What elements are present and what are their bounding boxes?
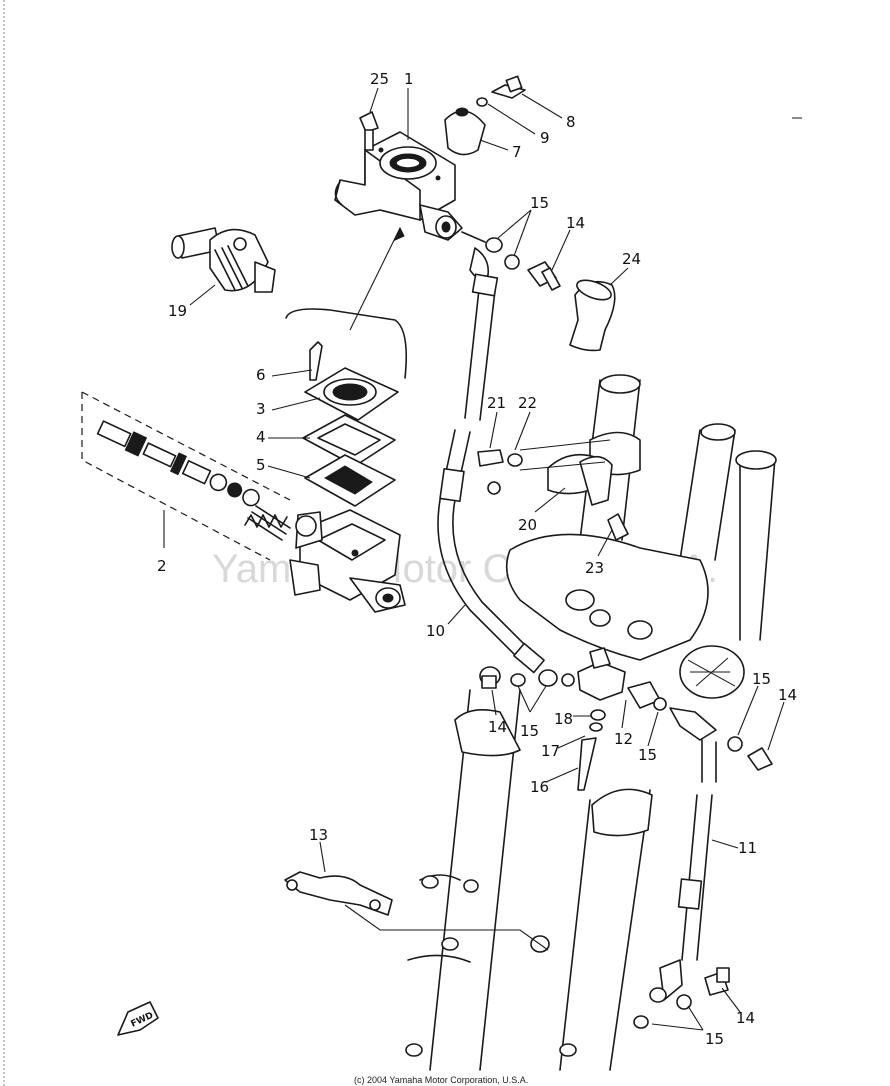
callout-23: 23 [585, 559, 604, 577]
callout-15-right: 15 [752, 670, 771, 688]
callout-1: 1 [404, 70, 414, 88]
callout-8: 8 [566, 113, 576, 131]
reservoir-cap [359, 111, 379, 151]
callout-6: 6 [256, 366, 266, 384]
cap-stack-exploded [302, 341, 399, 507]
callout-25: 25 [370, 70, 389, 88]
lever-bracket-parts [444, 75, 526, 156]
callout-15-top: 15 [530, 194, 549, 212]
upper-banjo-fittings [461, 231, 561, 291]
callout-12: 12 [614, 730, 633, 748]
brake-joint [479, 647, 773, 791]
callout-4: 4 [256, 428, 266, 446]
callout-7: 7 [512, 143, 522, 161]
callout-17: 17 [541, 742, 560, 760]
fwd-arrow-shape [117, 1001, 159, 1036]
kit-leader [349, 227, 401, 331]
callout-10: 10 [426, 622, 445, 640]
brake-hose-lower [633, 739, 730, 1029]
piston-kit [81, 391, 291, 561]
leader-lines [163, 87, 785, 1031]
callout-14-bottom: 14 [736, 1009, 755, 1027]
callout-9: 9 [540, 129, 550, 147]
callout-24: 24 [622, 250, 641, 268]
callout-14-right: 14 [778, 686, 797, 704]
front-fork-assembly [405, 374, 777, 1071]
hose-clamp-parts [477, 439, 629, 541]
master-cylinder-assembly [334, 131, 463, 241]
boot-top [576, 279, 612, 301]
callout-2: 2 [157, 557, 167, 575]
callout-15-mid: 15 [520, 722, 539, 740]
callout-13: 13 [309, 826, 328, 844]
callout-21: 21 [487, 394, 506, 412]
hose-guide-bracket [284, 871, 549, 951]
callout-14-mid: 14 [488, 718, 507, 736]
brake-switch [171, 227, 276, 293]
callout-15-joint: 15 [638, 746, 657, 764]
callout-22: 22 [518, 394, 537, 412]
callout-numbers: 25 1 8 9 7 15 14 24 19 6 3 4 5 2 21 22 2… [157, 70, 797, 1048]
callout-16: 16 [530, 778, 549, 796]
callout-14-top: 14 [566, 214, 585, 232]
callout-15-bottom: 15 [705, 1030, 724, 1048]
callout-11: 11 [738, 839, 757, 857]
callout-20: 20 [518, 516, 537, 534]
callout-5: 5 [256, 456, 266, 474]
copyright-text: (c) 2004 Yamaha Motor Corporation, U.S.A… [354, 1075, 528, 1085]
callout-3: 3 [256, 400, 266, 418]
brake-hose-upper [437, 273, 545, 674]
kit-leader-arrow [394, 226, 405, 241]
fwd-arrow: FWD [117, 1001, 159, 1036]
kit-bracket [285, 308, 408, 379]
master-cylinder-body [289, 509, 406, 613]
callout-19: 19 [168, 302, 187, 320]
callout-18: 18 [554, 710, 573, 728]
